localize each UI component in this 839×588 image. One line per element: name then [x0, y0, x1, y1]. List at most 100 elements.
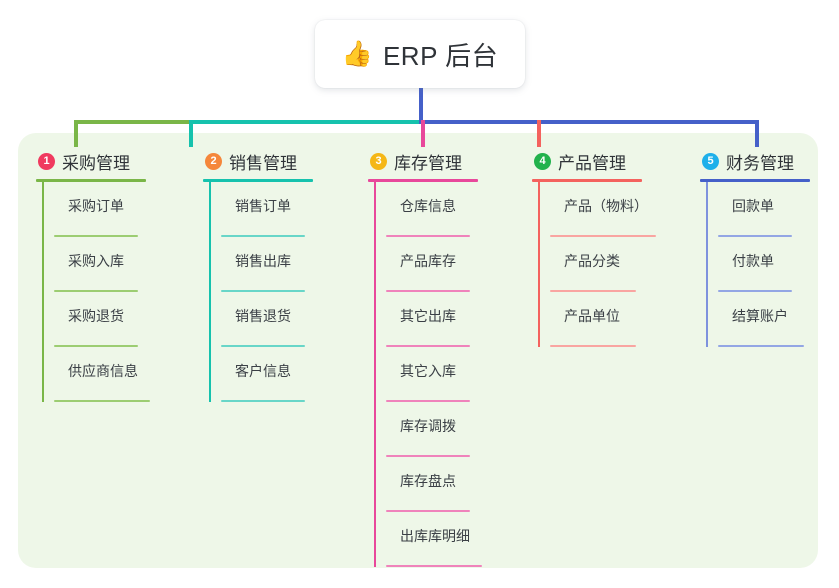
branch-items-product: 产品（物料） 产品分类 产品单位 [532, 182, 692, 347]
list-item[interactable]: 产品库存 [386, 237, 518, 292]
list-item[interactable]: 采购订单 [54, 182, 186, 237]
list-item-rule [550, 345, 636, 347]
branch-header-sales[interactable]: 2 销售管理 [203, 148, 353, 174]
list-item[interactable]: 销售订单 [221, 182, 353, 237]
branch-header-rule [532, 179, 642, 182]
branch-header-purchasing[interactable]: 1 采购管理 [36, 148, 186, 174]
list-item-rule [550, 290, 636, 292]
list-item-rule [221, 290, 305, 292]
list-item[interactable]: 其它出库 [386, 292, 518, 347]
list-item-rule [718, 345, 804, 347]
branch-badge-5: 5 [702, 152, 719, 170]
connector-drop-column-5 [755, 120, 759, 147]
branch-header-product[interactable]: 4 产品管理 [532, 148, 692, 174]
connector-bus-left-segment [74, 120, 191, 124]
branch-items-finance: 回款单 付款单 结算账户 [700, 182, 839, 347]
list-item-rule [386, 565, 482, 567]
list-item-rule [718, 235, 792, 237]
branch-header-rule [36, 179, 146, 182]
branch-header-inventory[interactable]: 3 库存管理 [368, 148, 518, 174]
list-item-label: 销售出库 [235, 253, 291, 269]
list-item-label: 客户信息 [235, 363, 291, 379]
list-item-label: 销售退货 [235, 308, 291, 324]
list-item[interactable]: 采购入库 [54, 237, 186, 292]
list-item[interactable]: 供应商信息 [54, 347, 186, 402]
branch-stem-line [374, 182, 376, 567]
connector-bus-mid-segment [189, 120, 423, 124]
list-item-label: 采购退货 [68, 308, 124, 324]
list-item-label: 产品分类 [564, 253, 620, 269]
connector-drop-column-2 [189, 120, 193, 147]
list-item-label: 结算账户 [732, 308, 788, 324]
list-item-rule [54, 400, 150, 402]
list-item-label: 仓库信息 [400, 198, 456, 214]
list-item[interactable]: 采购退货 [54, 292, 186, 347]
list-item[interactable]: 销售退货 [221, 292, 353, 347]
connector-drop-column-4 [537, 120, 541, 147]
branch-header-rule [368, 179, 478, 182]
list-item-rule [386, 345, 470, 347]
list-item-rule [550, 235, 656, 237]
list-item-label: 付款单 [732, 253, 774, 269]
list-item[interactable]: 产品（物料） [550, 182, 692, 237]
branch-items-sales: 销售订单 销售出库 销售退货 客户信息 [203, 182, 353, 402]
list-item-rule [54, 290, 138, 292]
root-node-title: ERP 后台 [382, 40, 499, 71]
branch-column-purchasing: 1 采购管理 采购订单 采购入库 采购退货 供应商信息 [36, 148, 186, 402]
branch-header-rule [700, 179, 810, 182]
list-item-rule [221, 345, 305, 347]
connector-trunk-vertical [419, 88, 423, 124]
branch-stem-line [538, 182, 540, 347]
branch-title-purchasing: 采购管理 [62, 153, 130, 173]
list-item[interactable]: 库存盘点 [386, 457, 518, 512]
connector-bus-right-segment [419, 120, 759, 124]
list-item-rule [386, 235, 470, 237]
list-item-label: 其它入库 [400, 363, 456, 379]
list-item-label: 回款单 [732, 198, 774, 214]
list-item-rule [54, 345, 138, 347]
branch-badge-2: 2 [205, 152, 222, 170]
branch-badge-1: 1 [38, 152, 55, 170]
list-item-rule [386, 290, 470, 292]
list-item[interactable]: 销售出库 [221, 237, 353, 292]
connector-drop-column-3 [421, 120, 425, 147]
list-item[interactable]: 库存调拨 [386, 402, 518, 457]
list-item[interactable]: 客户信息 [221, 347, 353, 402]
list-item-rule [54, 235, 138, 237]
list-item[interactable]: 付款单 [718, 237, 839, 292]
branch-title-product: 产品管理 [558, 153, 626, 173]
list-item[interactable]: 出库库明细 [386, 512, 518, 567]
list-item-label: 供应商信息 [68, 363, 138, 379]
branch-badge-3: 3 [370, 152, 387, 170]
list-item-label: 采购入库 [68, 253, 124, 269]
branch-header-rule [203, 179, 313, 182]
branch-title-inventory: 库存管理 [394, 153, 462, 173]
branch-column-inventory: 3 库存管理 仓库信息 产品库存 其它出库 其它入库 库存调拨 [368, 148, 518, 567]
branch-column-product: 4 产品管理 产品（物料） 产品分类 产品单位 [532, 148, 692, 347]
branch-title-finance: 财务管理 [726, 153, 794, 173]
branch-items-inventory: 仓库信息 产品库存 其它出库 其它入库 库存调拨 库存盘点 [368, 182, 518, 567]
branch-items-purchasing: 采购订单 采购入库 采购退货 供应商信息 [36, 182, 186, 402]
connector-drop-column-1 [74, 120, 78, 147]
diagram-background-panel [18, 133, 818, 568]
list-item-rule [221, 235, 305, 237]
list-item-rule [718, 290, 792, 292]
branch-stem-line [706, 182, 708, 347]
list-item[interactable]: 回款单 [718, 182, 839, 237]
list-item[interactable]: 其它入库 [386, 347, 518, 402]
list-item-label: 出库库明细 [400, 528, 470, 544]
list-item-rule [386, 455, 470, 457]
branch-header-finance[interactable]: 5 财务管理 [700, 148, 839, 174]
list-item[interactable]: 产品分类 [550, 237, 692, 292]
branch-badge-4: 4 [534, 152, 551, 170]
root-node-card[interactable]: 👍 ERP 后台 [315, 20, 525, 88]
list-item[interactable]: 结算账户 [718, 292, 839, 347]
list-item-label: 销售订单 [235, 198, 291, 214]
list-item-rule [221, 400, 305, 402]
list-item-label: 其它出库 [400, 308, 456, 324]
list-item[interactable]: 产品单位 [550, 292, 692, 347]
list-item[interactable]: 仓库信息 [386, 182, 518, 237]
branch-column-sales: 2 销售管理 销售订单 销售出库 销售退货 客户信息 [203, 148, 353, 402]
thumbs-up-icon: 👍 [341, 39, 373, 68]
